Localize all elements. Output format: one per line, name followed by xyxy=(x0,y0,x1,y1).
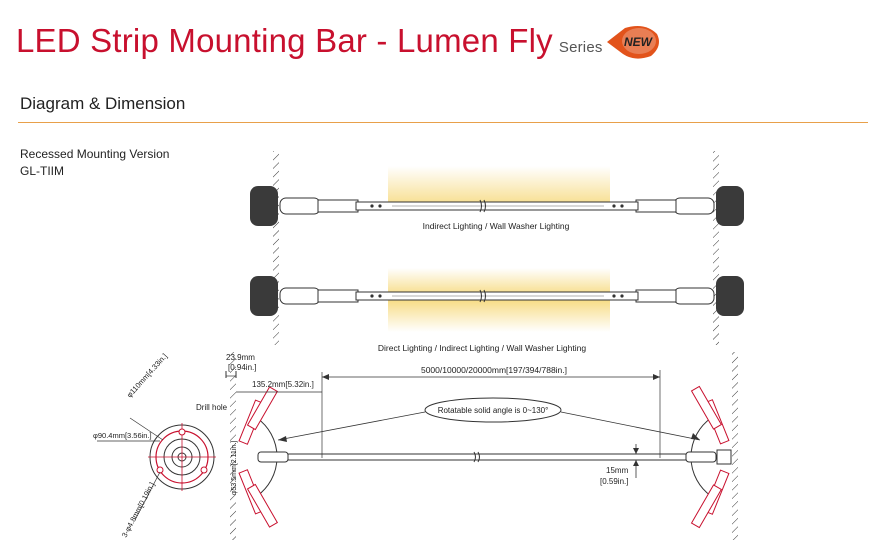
front-view: φ110mm[4.33in.] φ90.4mm[3.56in.] 3-φ4.8m… xyxy=(93,352,216,539)
section-title: Diagram & Dimension xyxy=(20,94,186,113)
label-flange-depth-in: [0.94in.] xyxy=(228,363,256,372)
label-end-length: 135.2mm[5.32in.] xyxy=(252,380,314,389)
light-glow-down xyxy=(388,300,610,332)
label-tube-diameter: 15mm xyxy=(606,466,629,475)
mount-cap-left-2 xyxy=(250,276,278,316)
label-tube-diameter-in: [0.59in.] xyxy=(600,477,628,486)
new-badge-icon: NEW xyxy=(607,26,659,59)
label-hole-circle: φ90.4mm[3.56in.] xyxy=(93,431,152,440)
label-height: φ53.5mm[2.11in.] xyxy=(231,441,238,495)
label-flange-depth: 23.9mm xyxy=(226,353,255,362)
label-angle-note: Rotatable solid angle is 0~130° xyxy=(438,406,549,415)
title-text: LED Strip Mounting Bar - Lumen Fly xyxy=(16,22,553,59)
label-drill-hole: Drill hole xyxy=(196,403,228,412)
side-view: 23.9mm [0.94in.] 135.2mm[5.32in.] 5000/1… xyxy=(196,352,738,540)
mount-cap-left xyxy=(250,186,278,226)
caption-direct: Direct Lighting / Indirect Lighting / Wa… xyxy=(378,343,586,353)
mount-cap-right-2 xyxy=(716,276,744,316)
mount-cap-right xyxy=(716,186,744,226)
badge-label: NEW xyxy=(624,35,654,49)
label-screw-holes: 3-φ4.8mm[0.19in.] xyxy=(120,481,157,539)
light-glow-up xyxy=(388,166,610,208)
section-divider xyxy=(18,122,868,123)
version-name: Recessed Mounting Version xyxy=(20,147,170,161)
wall-left-side xyxy=(230,352,236,540)
label-outer-diameter: φ110mm[4.33in.] xyxy=(125,352,169,400)
page-title: LED Strip Mounting Bar - Lumen Fly Series xyxy=(16,22,603,60)
label-bar-length: 5000/10000/20000mm[197/394/788in.] xyxy=(421,365,567,375)
wall-right-side xyxy=(732,352,738,540)
bar-indirect: Indirect Lighting / Wall Washer Lighting xyxy=(250,151,744,255)
model-code: GL-TIIM xyxy=(20,164,64,178)
caption-indirect: Indirect Lighting / Wall Washer Lighting xyxy=(423,221,570,231)
bar-direct: Direct Lighting / Indirect Lighting / Wa… xyxy=(250,255,744,353)
series-label: Series xyxy=(558,39,603,56)
version-info: Recessed Mounting Version GL-TIIM xyxy=(20,146,169,180)
light-glow-up-2 xyxy=(388,268,610,296)
